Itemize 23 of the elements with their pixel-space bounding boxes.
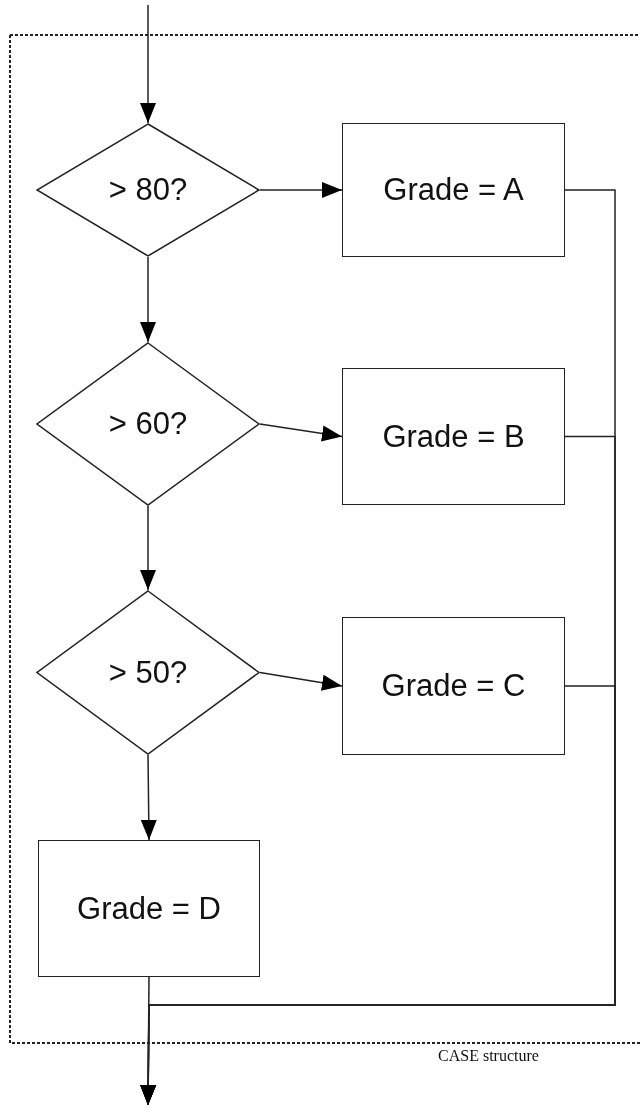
condition-text: > 60? <box>108 406 188 442</box>
arrow <box>259 423 343 442</box>
decision-diamond <box>36 590 260 755</box>
process-box <box>342 123 565 257</box>
arrow <box>140 256 156 343</box>
arrow <box>140 4 156 124</box>
arrow <box>259 182 343 198</box>
decision-diamond <box>36 342 260 506</box>
grade-text: Grade = D <box>77 890 221 927</box>
arrow <box>140 754 157 841</box>
process-box <box>342 368 565 505</box>
process-box <box>38 840 260 977</box>
arrow <box>140 976 157 1106</box>
condition-text: > 80? <box>108 172 188 208</box>
caption: CASE structure <box>438 1047 539 1065</box>
condition-text: > 50? <box>108 654 188 691</box>
decision-diamond <box>36 123 260 257</box>
arrow <box>140 505 156 591</box>
grade-text: Grade = A <box>383 172 524 208</box>
grade-text: Grade = C <box>381 668 526 704</box>
grade-text: Grade = B <box>382 418 525 455</box>
arrow <box>259 671 343 691</box>
process-box <box>342 617 565 755</box>
